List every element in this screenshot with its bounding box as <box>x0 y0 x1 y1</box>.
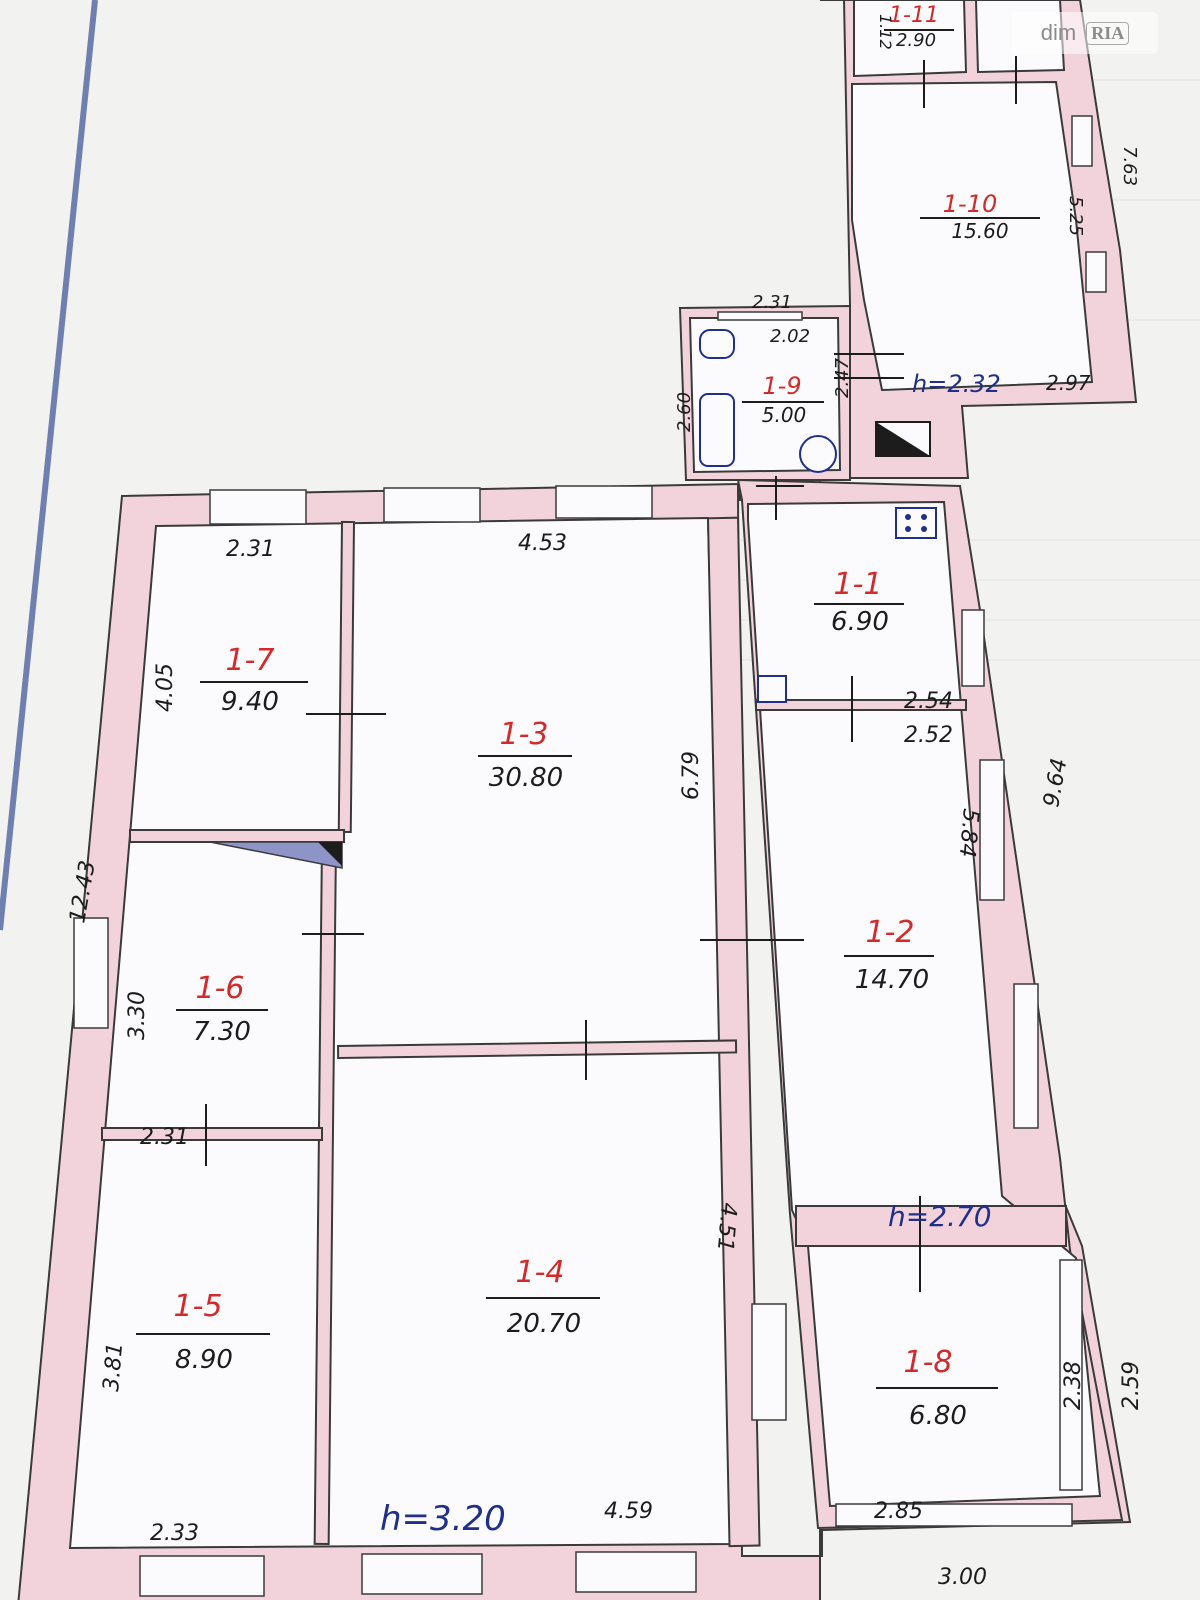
room-id-1-3: 1-3 <box>500 717 549 752</box>
sink-icon <box>757 675 787 703</box>
room-area-1-6: 7.30 <box>193 1017 251 1047</box>
dim-2-60: 2.60 <box>674 392 695 432</box>
ceiling-heights: h=2.32 h=2.70 h=3.20 <box>380 370 1001 1539</box>
dim-3-00: 3.00 <box>938 1565 987 1590</box>
height-annex: h=2.32 <box>912 370 1001 398</box>
door-marks <box>205 56 1017 1292</box>
right-block-interior <box>747 500 1102 1508</box>
partition-7-6 <box>129 829 345 843</box>
dim-2-85: 2.85 <box>874 1499 923 1524</box>
height-main: h=3.20 <box>380 1499 506 1539</box>
room-area-1-8: 6.80 <box>909 1401 967 1431</box>
room-area-1-9: 5.00 <box>762 403 807 427</box>
dim-2-52: 2.52 <box>904 723 953 748</box>
dim-2-31-top: 2.31 <box>226 537 275 562</box>
partition-7-3 <box>337 520 356 834</box>
dimension-labels: 2.31 4.53 4.05 6.79 12.43 3.30 2.31 3.81… <box>65 14 1144 1590</box>
dim-1-12: 1.12 <box>876 14 895 50</box>
room-id-1-5: 1-5 <box>174 1289 223 1324</box>
room-area-1-1: 6.90 <box>831 607 889 637</box>
dim-7-63: 7.63 <box>1119 146 1140 186</box>
boiler-icon <box>799 435 837 473</box>
annex-top-room-a <box>853 0 968 78</box>
dim-4-59: 4.59 <box>604 1499 653 1524</box>
room-id-1-1: 1-1 <box>834 567 883 602</box>
dim-3-30: 3.30 <box>125 991 150 1040</box>
room-area-1-11: 2.90 <box>896 30 936 51</box>
binder-edge <box>0 0 98 931</box>
height-right-block: h=2.70 <box>888 1200 992 1233</box>
room-area-1-4: 20.70 <box>507 1309 581 1339</box>
room-id-1-4: 1-4 <box>516 1255 565 1290</box>
partition-2-8 <box>795 1205 1067 1247</box>
room-labels: 1-1 6.90 1-2 14.70 1-3 30.80 1-4 20.70 1… <box>136 3 1040 1431</box>
room-area-1-7: 9.40 <box>221 687 279 717</box>
room-id-1-10: 1-10 <box>943 190 997 218</box>
dim-5-25: 5.25 <box>1065 196 1086 236</box>
stair-arrow-icon <box>318 842 342 866</box>
dim-2-02: 2.02 <box>770 326 810 347</box>
dim-2-54: 2.54 <box>904 689 953 714</box>
dim-2-97: 2.97 <box>1046 371 1091 395</box>
watermark-brand: dim <box>1040 20 1077 45</box>
dim-2-31-mid: 2.31 <box>140 1125 189 1150</box>
room-area-1-5: 8.90 <box>175 1345 233 1375</box>
windows <box>73 115 1107 1597</box>
bathtub-icon <box>699 393 735 467</box>
fixtures <box>699 329 937 703</box>
dim-4-51: 4.51 <box>712 1201 741 1252</box>
dim-6-79: 6.79 <box>679 751 704 800</box>
dim-2-31-wc: 2.31 <box>752 292 792 313</box>
watermark-brand-ria: RIA <box>1086 21 1130 45</box>
dim-5-84: 5.84 <box>954 807 983 858</box>
room-id-1-8: 1-8 <box>904 1345 953 1380</box>
dim-3-81: 3.81 <box>99 1342 128 1393</box>
room-area-1-3: 30.80 <box>489 763 563 793</box>
room-area-1-10: 15.60 <box>951 219 1008 243</box>
room-id-1-11: 1-11 <box>889 3 939 28</box>
dim-2-59: 2.59 <box>1119 1361 1144 1410</box>
partition-3-2 <box>706 516 761 1548</box>
partition-6-5 <box>101 1127 323 1141</box>
chimney-fill <box>876 422 930 456</box>
dim-2-47: 2.47 <box>832 357 853 398</box>
room-id-1-2: 1-2 <box>866 915 915 950</box>
dim-2-38: 2.38 <box>1061 1361 1086 1410</box>
dim-ria-watermark: dim RIA <box>1012 12 1158 54</box>
stove-icon <box>895 507 937 539</box>
partition-1-2 <box>755 699 967 711</box>
annex-interior <box>851 80 1094 392</box>
dim-4-53: 4.53 <box>518 531 567 556</box>
room-id-1-7: 1-7 <box>226 643 275 678</box>
dim-2-33: 2.33 <box>150 1521 199 1546</box>
room-id-1-6: 1-6 <box>196 971 245 1006</box>
dim-4-05: 4.05 <box>153 663 178 712</box>
toilet-icon <box>699 329 735 359</box>
partition-3-4 <box>336 1039 738 1060</box>
room-area-1-2: 14.70 <box>855 965 929 995</box>
room-id-1-9: 1-9 <box>762 372 801 400</box>
